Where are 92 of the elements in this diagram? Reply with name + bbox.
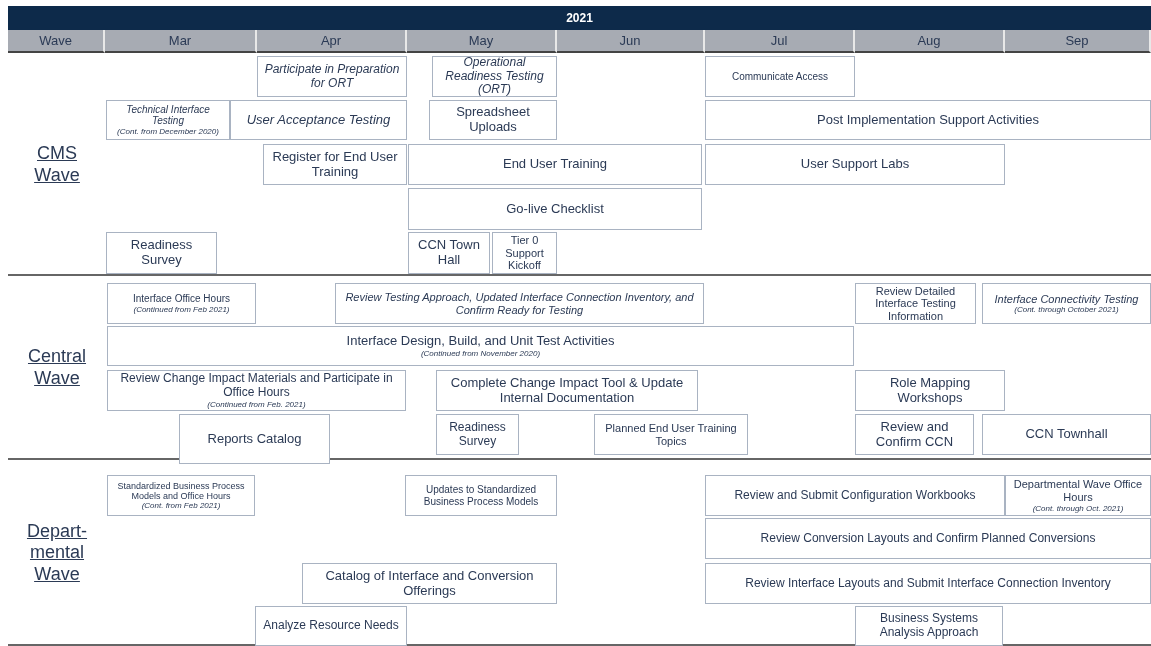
activity-label: End User Training: [502, 157, 608, 172]
activity-box: [107, 475, 255, 516]
activity-label: Updates to Standardized Business Process Models: [422, 484, 540, 507]
activity-box: [855, 606, 1003, 646]
activity-label: Review and Confirm CCN: [874, 419, 955, 450]
activity-box: [436, 414, 519, 455]
activity-label: Reports Catalog: [207, 431, 302, 447]
activity-box: [855, 370, 1005, 411]
activity-label: User Acceptance Testing: [246, 112, 391, 128]
activity-label: Interface Office Hours: [132, 293, 231, 305]
activity-label: Communicate Access: [731, 70, 829, 83]
month-header: Sep: [1005, 30, 1151, 53]
activity-box: [106, 100, 230, 140]
continuation-note: (Continued from Feb. 2021): [207, 399, 306, 409]
activity-box: [705, 56, 855, 97]
activity-box: [432, 56, 557, 97]
continuation-note: (Cont. from Feb 2021): [141, 501, 221, 511]
activity-label: Post Implementation Support Activities: [817, 112, 1039, 128]
activity-label: Review Testing Approach, Updated Interface Connection Inventory, and Confirm Ready for Testing: [344, 290, 695, 317]
activity-box: [705, 475, 1005, 516]
activity-label: Planned End User Training Topics: [604, 421, 738, 448]
activity-label: Catalog of Interface and Conversion Offerings: [324, 568, 535, 599]
wave-heading: Central Wave: [27, 346, 87, 390]
activity-box: [594, 414, 748, 455]
activity-box: [302, 563, 557, 604]
activity-box: [982, 283, 1151, 324]
activity-label: Review Conversion Layouts and Confirm Planned Conversions: [760, 531, 1096, 546]
continuation-note: (Cont. from December 2020): [117, 126, 219, 137]
activity-box: [705, 563, 1151, 604]
activity-box: [408, 232, 490, 274]
activity-label: Analyze Resource Needs: [263, 619, 399, 633]
activity-label: Interface Design, Build, and Unit Test Activities: [346, 333, 615, 349]
wave-band: [8, 53, 1151, 276]
wave-heading: CMS Wave: [33, 142, 81, 187]
activity-box: [107, 326, 854, 366]
activity-label: Technical Interface Testing: [125, 103, 211, 127]
activity-label: Interface Connectivity Testing: [994, 292, 1139, 306]
month-header: May: [407, 30, 557, 53]
activity-label: Participate in Preparation for ORT: [263, 62, 401, 91]
activity-box: [107, 283, 256, 324]
activity-label: CCN Town Hall: [417, 238, 481, 268]
activity-box: [408, 144, 702, 185]
activity-label: Readiness Survey: [448, 420, 507, 449]
month-header: Mar: [105, 30, 257, 53]
month-header: Aug: [855, 30, 1005, 53]
activity-label: Departmental Wave Office Hours: [1012, 478, 1144, 504]
activity-box: [255, 606, 407, 646]
continuation-note: (Continued from Feb 2021): [133, 304, 230, 314]
wave-heading: Depart-mental Wave: [26, 520, 88, 586]
continuation-note: (Continued from November 2020): [420, 348, 541, 359]
activity-box: [705, 144, 1005, 185]
activity-box: [335, 283, 704, 324]
year-header: 2021: [8, 6, 1151, 30]
activity-box: [705, 518, 1151, 559]
activity-box: [179, 414, 330, 464]
activity-box: [982, 414, 1151, 455]
activity-box: [855, 283, 976, 324]
month-header: Jun: [557, 30, 705, 53]
activity-label: Review Detailed Interface Testing Information: [874, 284, 957, 323]
continuation-note: (Cont. through October 2021): [1014, 305, 1119, 315]
continuation-note: (Cont. through Oct. 2021): [1032, 503, 1124, 513]
activity-label: Business Systems Analysis Approach: [878, 612, 980, 640]
activity-box: [257, 56, 407, 97]
activity-box: [855, 414, 974, 455]
activity-label: Review Interface Layouts and Submit Interface Connection Inventory: [745, 576, 1111, 591]
activity-label: Readiness Survey: [129, 238, 194, 268]
activity-box: [106, 232, 217, 274]
activity-label: CCN Townhall: [1025, 427, 1108, 442]
activity-label: Go-live Checklist: [506, 201, 604, 217]
activity-box: [408, 188, 702, 230]
activity-box: [436, 370, 698, 411]
activity-box: [1005, 475, 1151, 516]
activity-label: Review Change Impact Materials and Participate in Office Hours: [119, 372, 394, 400]
activity-label: User Support Labs: [800, 157, 910, 172]
activity-label: Spreadsheet Uploads: [455, 105, 531, 135]
activity-label: Complete Change Impact Tool & Update Internal Documentation: [449, 375, 685, 406]
activity-box: [107, 370, 406, 411]
activity-label: Review and Submit Configuration Workbooks: [734, 488, 976, 503]
activity-box: [405, 475, 557, 516]
activity-box: [492, 232, 557, 274]
activity-box: [705, 100, 1151, 140]
activity-label: Standardized Business Process Models and Office Hours: [116, 480, 246, 502]
month-header: Jul: [705, 30, 855, 53]
month-header: Wave: [8, 30, 105, 53]
activity-label: Register for End User Training: [271, 149, 399, 180]
month-header: Apr: [257, 30, 407, 53]
activity-box: [429, 100, 557, 140]
activity-label: Role Mapping Workshops: [888, 375, 972, 406]
activity-label: Tier 0 Support Kickoff: [504, 234, 545, 272]
activity-box: [230, 100, 407, 140]
activity-box: [263, 144, 407, 185]
activity-label: Operational Readiness Testing (ORT): [444, 55, 545, 98]
